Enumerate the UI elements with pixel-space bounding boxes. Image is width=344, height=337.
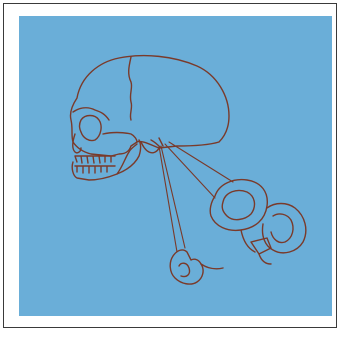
image-frame <box>3 3 337 328</box>
blue-background <box>19 16 332 316</box>
skull-and-ossicles-illustration <box>19 16 332 316</box>
illustration-panel <box>19 16 332 316</box>
